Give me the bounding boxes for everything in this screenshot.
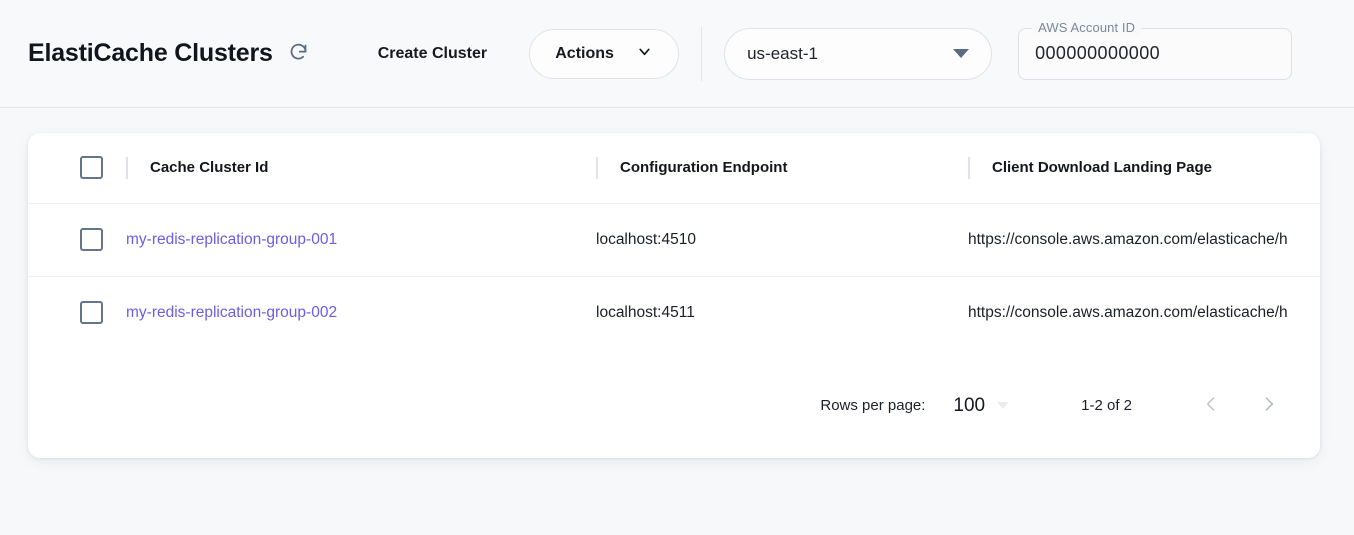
refresh-icon [288, 42, 309, 66]
cell-client-download-landing-page: https://console.aws.amazon.com/elasticac… [968, 203, 1320, 276]
cell-client-download-landing-page: https://console.aws.amazon.com/elasticac… [968, 276, 1320, 349]
column-divider [968, 156, 970, 179]
table-header: Cache Cluster Id Configuration Endpoint … [28, 133, 1320, 203]
pagination-range: 1-2 of 2 [1081, 397, 1132, 414]
column-header-label: Client Download Landing Page [992, 159, 1213, 177]
rows-per-page-label: Rows per page: [820, 397, 926, 414]
dropdown-caret-icon [953, 49, 970, 58]
row-checkbox[interactable] [80, 228, 103, 251]
actions-button[interactable]: Actions [529, 28, 680, 79]
create-cluster-button[interactable]: Create Cluster [370, 35, 495, 73]
landing-page-url: https://console.aws.amazon.com/elasticac… [968, 303, 1288, 321]
column-header-cache-cluster-id[interactable]: Cache Cluster Id [126, 133, 596, 203]
row-checkbox[interactable] [80, 301, 103, 325]
column-divider [126, 156, 128, 179]
column-header-client-download-landing-page[interactable]: Client Download Landing Page [968, 133, 1320, 203]
cell-configuration-endpoint: localhost:4510 [596, 230, 696, 248]
page-title: ElastiCache Clusters [28, 39, 273, 67]
rows-per-page-caret-icon[interactable] [997, 402, 1010, 409]
cell-configuration-endpoint: localhost:4511 [596, 303, 695, 321]
table-row[interactable]: my-redis-replication-group-002 localhost… [28, 276, 1320, 349]
chevron-right-icon [1259, 394, 1279, 417]
aws-account-id-value: 000000000000 [1035, 43, 1161, 63]
column-divider [596, 156, 598, 179]
toolbar-divider [701, 26, 703, 81]
region-select[interactable]: us-east-1 [724, 27, 993, 80]
rows-per-page-value[interactable]: 100 [953, 394, 986, 416]
select-all-cell [28, 133, 126, 203]
aws-account-id-field[interactable]: AWS Account ID 000000000000 [1018, 19, 1293, 80]
actions-button-label: Actions [555, 44, 614, 62]
column-header-configuration-endpoint[interactable]: Configuration Endpoint [596, 133, 968, 203]
table-body: my-redis-replication-group-001 localhost… [28, 203, 1320, 349]
cluster-id-link[interactable]: my-redis-replication-group-001 [126, 230, 338, 248]
table-header-row: Cache Cluster Id Configuration Endpoint … [28, 133, 1320, 203]
chevron-down-icon [636, 43, 653, 65]
row-select-cell [28, 203, 126, 276]
clusters-table-card: Cache Cluster Id Configuration Endpoint … [28, 133, 1320, 458]
clusters-table: Cache Cluster Id Configuration Endpoint … [28, 133, 1320, 349]
cluster-id-link[interactable]: my-redis-replication-group-002 [126, 303, 338, 321]
cell-cache-cluster-id: my-redis-replication-group-002 [126, 276, 596, 349]
previous-page-button[interactable] [1190, 385, 1232, 427]
row-select-cell [28, 276, 126, 349]
table-row[interactable]: my-redis-replication-group-001 localhost… [28, 203, 1320, 276]
column-header-label: Cache Cluster Id [150, 159, 269, 177]
next-page-button[interactable] [1248, 385, 1290, 427]
aws-account-id-label: AWS Account ID [1032, 19, 1142, 35]
landing-page-url: https://console.aws.amazon.com/elasticac… [968, 230, 1288, 248]
pagination-bar: Rows per page: 100 1-2 of 2 [28, 353, 1320, 458]
app-header: ElastiCache Clusters Create Cluster Acti… [0, 0, 1354, 108]
refresh-button[interactable] [282, 37, 316, 71]
region-select-value: us-east-1 [747, 43, 818, 63]
cell-cache-cluster-id: my-redis-replication-group-001 [126, 203, 596, 276]
column-header-label: Configuration Endpoint [620, 159, 788, 177]
select-all-checkbox[interactable] [80, 156, 103, 180]
chevron-left-icon [1201, 394, 1221, 417]
